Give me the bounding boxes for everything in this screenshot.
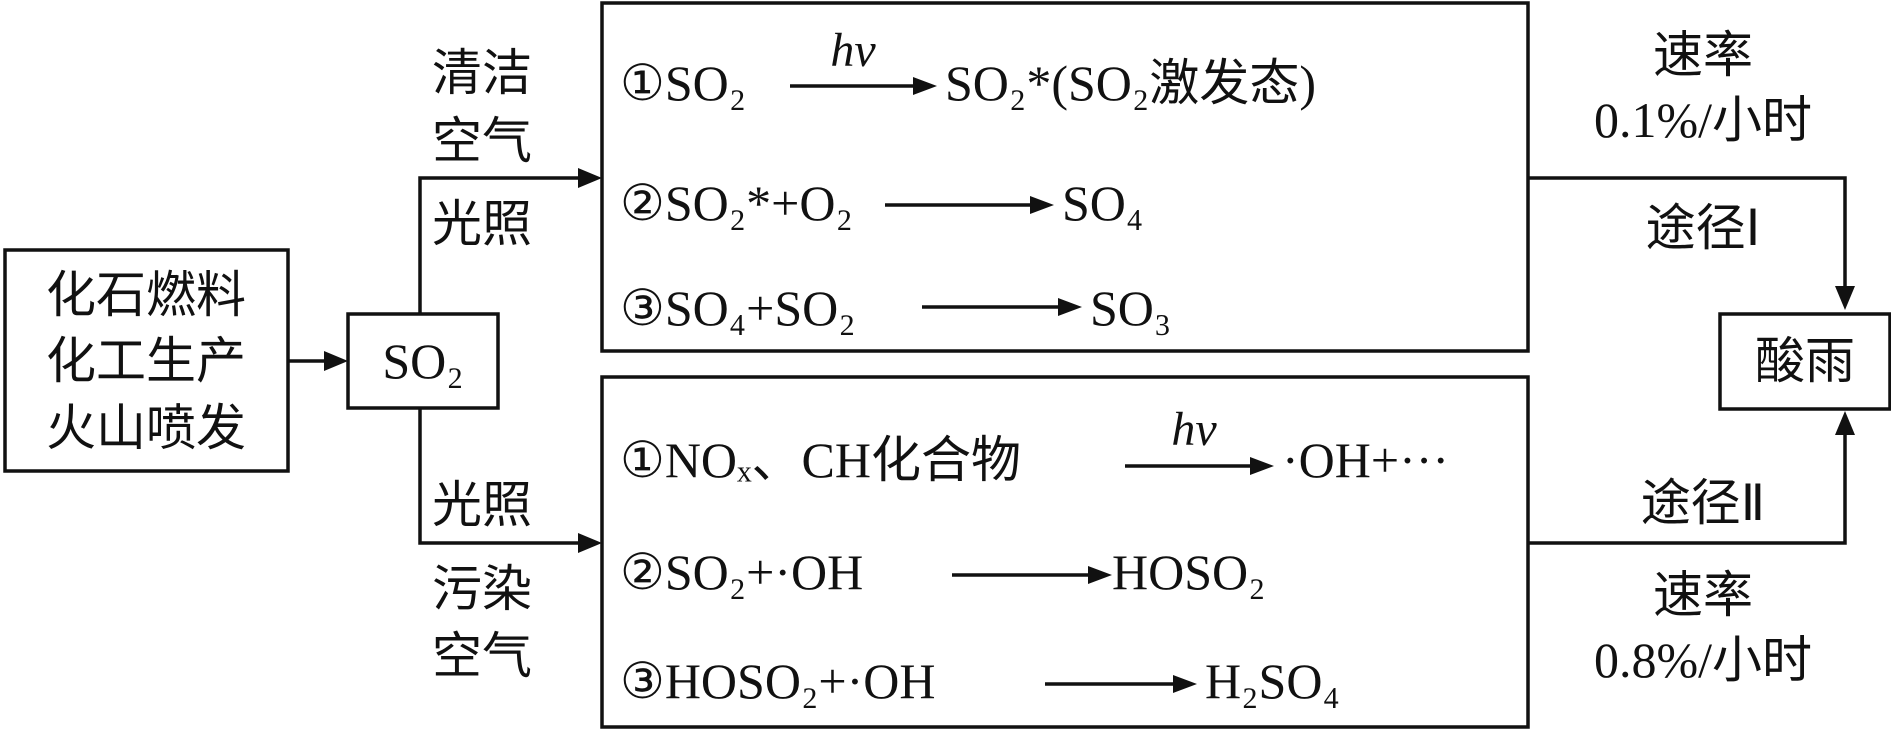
clean-air-label-1: 清洁 <box>432 44 532 102</box>
polluted-air-label-1: 污染 <box>432 560 532 618</box>
polluted-reaction-2-arrow <box>952 566 1112 584</box>
polluted-reaction-2-products: HOSO₂ <box>1112 544 1266 600</box>
clean-reaction-1-reactants: ①SO₂ <box>620 55 746 111</box>
pathway-2-name: 途径Ⅱ <box>1641 474 1766 532</box>
clean-reaction-3-reactants: ③SO₄+SO₂ <box>620 280 856 336</box>
polluted-air-reactions-node: ①NOₓ、CH化合物 hv ·OH+··· ②SO₂+·OH HOSO₂ ③HO… <box>600 375 1530 729</box>
pathway-2-rate-value: 0.8%/小时 <box>1594 632 1812 688</box>
polluted-air-reactions-box <box>600 375 1530 729</box>
connector-upper-branch <box>418 168 602 314</box>
polluted-reaction-3-arrow <box>1045 675 1197 693</box>
source-volcano: 火山喷发 <box>46 399 246 457</box>
acid-rain-label: 酸雨 <box>1755 332 1855 390</box>
so2-label: SO₂ <box>382 333 463 389</box>
polluted-reaction-1-products: ·OH+··· <box>1282 432 1449 488</box>
source-chemical-production: 化工生产 <box>46 332 246 390</box>
clean-reaction-1-condition: hv <box>830 24 876 77</box>
pathway-2-rate-label: 速率 <box>1653 566 1753 624</box>
connector-pathway-1 <box>1528 176 1855 310</box>
polluted-reaction-1-condition: hv <box>1171 403 1217 456</box>
upper-light-label: 光照 <box>432 195 532 253</box>
clean-reaction-2-reactants: ②SO₂*+O₂ <box>620 175 853 231</box>
polluted-reaction-2-reactants: ②SO₂+·OH <box>620 544 863 600</box>
clean-air-label-2: 空气 <box>432 112 532 170</box>
so2-box <box>346 312 500 410</box>
pathway-1-rate-label: 速率 <box>1653 26 1753 84</box>
polluted-reaction-1-reactants: ①NOₓ、CH化合物 <box>620 432 1021 488</box>
clean-reaction-1-arrow <box>790 77 937 95</box>
polluted-reaction-3-reactants: ③HOSO₂+·OH <box>620 653 935 709</box>
pathway-1-rate-value: 0.1%/小时 <box>1594 92 1812 148</box>
acid-rain-node: 酸雨 <box>1718 312 1891 411</box>
arrow-sources-to-so2 <box>288 351 348 371</box>
polluted-reaction-3-products: H₂SO₄ <box>1205 653 1340 709</box>
pathway-1-name: 途径Ⅰ <box>1646 199 1761 257</box>
source-fossil-fuel: 化石燃料 <box>46 266 246 324</box>
lower-light-label: 光照 <box>432 476 532 534</box>
polluted-air-label-2: 空气 <box>432 627 532 685</box>
clean-reaction-3-products: SO₃ <box>1090 280 1171 336</box>
clean-reaction-3-arrow <box>922 298 1082 316</box>
acid-rain-box <box>1718 312 1891 411</box>
clean-air-reactions-node: ①SO₂ hv SO₂*(SO₂激发态) ②SO₂*+O₂ SO₄ ③SO₄+S… <box>600 1 1530 353</box>
connector-lower-branch <box>418 408 602 553</box>
clean-reaction-2-arrow <box>885 196 1054 214</box>
sources-node: 化石燃料 化工生产 火山喷发 <box>3 248 290 473</box>
connector-pathway-2 <box>1528 411 1855 545</box>
clean-reaction-2-products: SO₄ <box>1062 175 1143 231</box>
clean-reaction-1-products: SO₂*(SO₂激发态) <box>945 55 1316 111</box>
so2-node: SO₂ <box>346 312 500 410</box>
polluted-reaction-1-arrow <box>1125 457 1274 475</box>
